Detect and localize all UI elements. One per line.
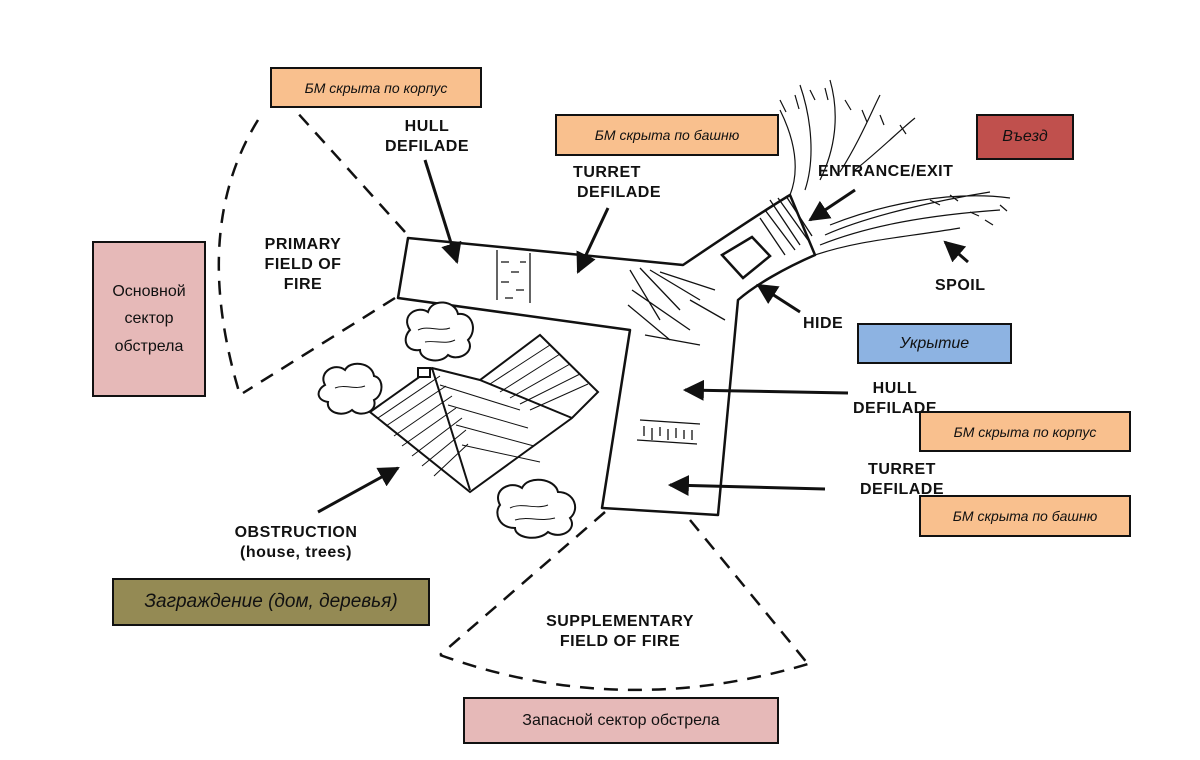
- primary-field-of-fire-sector: [217, 109, 406, 396]
- translation-hull-defilade-top: БМ скрыта по корпус: [270, 67, 482, 108]
- arrows: [317, 159, 969, 514]
- turret-defilade-label: TURRET: [573, 164, 641, 181]
- hide-label: HIDE: [803, 315, 843, 332]
- hull-defilade-label: DEFILADE: [853, 400, 937, 417]
- turret-defilade-label: DEFILADE: [860, 481, 944, 498]
- translation-primary-field: Основной сектор обстрела: [92, 241, 206, 397]
- translation-hull-defilade-right: БМ скрыта по корпус: [919, 411, 1131, 452]
- arrow-turret-defilade-top: [576, 207, 610, 274]
- hull-defilade-label: DEFILADE: [385, 138, 469, 155]
- spoil-scribbles: [779, 79, 1011, 256]
- translation-turret-defilade-right: БМ скрыта по башню: [919, 495, 1131, 537]
- primary-field-label: FIRE: [284, 276, 322, 293]
- obstruction-label: OBSTRUCTION: [235, 524, 358, 541]
- arrow-hull-defilade-right: [682, 379, 849, 401]
- primary-field-label: PRIMARY: [265, 236, 342, 253]
- hull-defilade-label: HULL: [873, 380, 918, 397]
- trench-hatching: [496, 195, 813, 445]
- primary-field-label: FIELD OF: [265, 256, 342, 273]
- arrow-hide: [756, 283, 801, 314]
- obstruction-label: (house, trees): [240, 544, 352, 561]
- arrow-hull-defilade-top: [423, 159, 462, 265]
- supplementary-field-label: FIELD OF FIRE: [560, 633, 680, 650]
- hull-defilade-label: HULL: [405, 118, 450, 135]
- translation-entrance: Въезд: [976, 114, 1074, 160]
- turret-defilade-label: DEFILADE: [577, 184, 661, 201]
- translation-supplementary-field: Запасной сектор обстрела: [463, 697, 779, 744]
- entrance-exit-label: ENTRANCE/EXIT: [818, 163, 953, 180]
- tank-hide-symbol: [720, 235, 772, 280]
- fighting-position-trench: [396, 193, 817, 517]
- english-labels: HULL DEFILADE TURRET DEFILADE PRIMARY FI…: [235, 118, 986, 650]
- arrow-obstruction: [317, 466, 400, 514]
- spoil-label: SPOIL: [935, 277, 986, 294]
- supplementary-field-label: SUPPLEMENTARY: [546, 613, 694, 630]
- arrow-entrance: [808, 188, 856, 222]
- arrow-turret-defilade-right: [667, 474, 826, 496]
- translation-turret-defilade-top: БМ скрыта по башню: [555, 114, 779, 156]
- translation-hide: Укрытие: [857, 323, 1012, 364]
- turret-defilade-label: TURRET: [868, 461, 936, 478]
- supplementary-field-of-fire-sector: [439, 511, 809, 692]
- obstruction-house: [368, 333, 600, 494]
- arrow-spoil: [943, 240, 969, 264]
- obstruction-trees: [317, 301, 577, 539]
- translation-obstruction: Заграждение (дом, деревья): [112, 578, 430, 626]
